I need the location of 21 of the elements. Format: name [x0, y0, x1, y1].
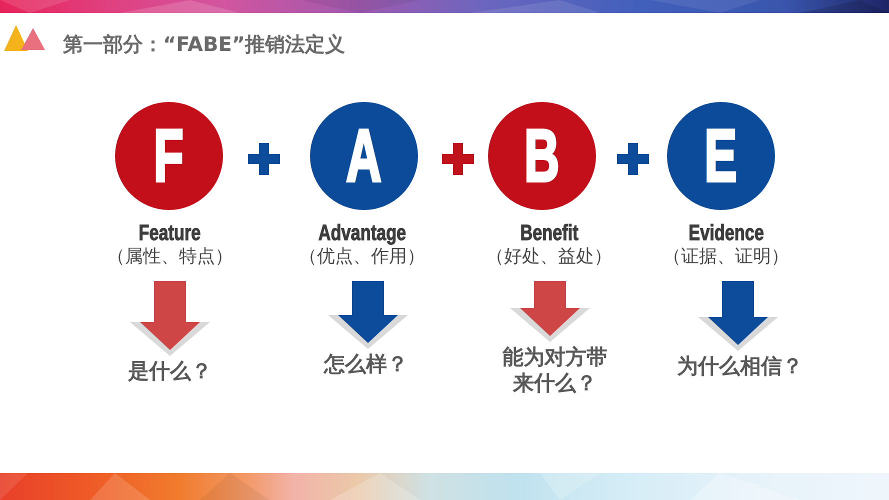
block-arrow — [510, 281, 590, 342]
question-text: 为什么相信？ — [677, 353, 803, 379]
gloss-label: （证据、证明） — [663, 245, 789, 269]
block-arrow — [130, 281, 210, 356]
term-label: Advantage — [318, 221, 406, 245]
letter-circle: A — [310, 102, 418, 210]
letter-circle: F — [115, 102, 223, 210]
term-label: Benefit — [520, 221, 578, 245]
letter-circle: B — [488, 102, 596, 210]
letter-circle: E — [667, 102, 775, 210]
block-arrow — [328, 281, 408, 349]
gloss-label: （属性、特点） — [107, 245, 233, 269]
slide-title: 第一部分：“FABE”推销法定义 — [63, 31, 346, 57]
block-arrow — [698, 281, 778, 351]
gloss-label: （好处、益处） — [486, 245, 612, 269]
question-text: 是什么？ — [128, 358, 212, 384]
gloss-label: （优点、作用） — [299, 245, 425, 269]
term-label: Evidence — [688, 221, 764, 245]
term-label: Feature — [139, 221, 201, 245]
question-text: 怎么样？ — [324, 351, 408, 377]
question-text: 能为对方带来什么？ — [502, 344, 608, 396]
